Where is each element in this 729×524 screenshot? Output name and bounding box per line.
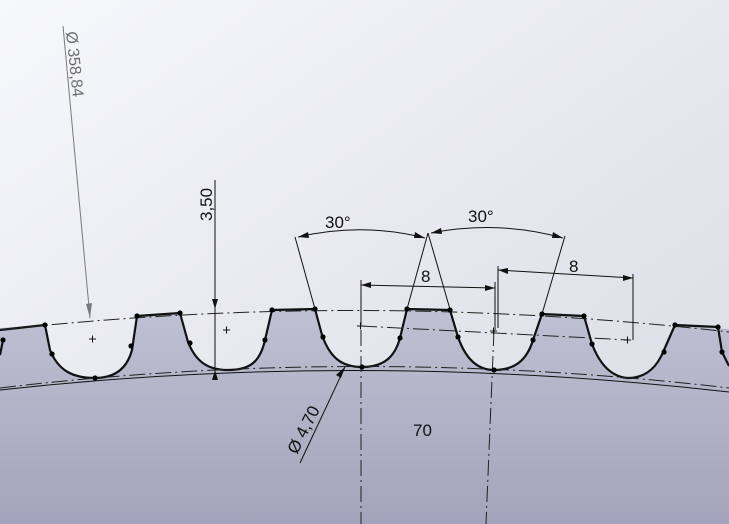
flank-angle-dimension-1[interactable]: 30° xyxy=(294,213,429,310)
root-circle xyxy=(0,366,729,389)
flank-angle-label-2: 30° xyxy=(468,207,494,226)
outer-diameter-dimension[interactable]: Ø 358,84 xyxy=(62,25,92,319)
flank-angle-dimension-2[interactable]: 30° xyxy=(427,207,566,338)
pitch-dimension-1[interactable]: 8 xyxy=(360,267,496,330)
flank-angle-label-1: 30° xyxy=(325,213,351,232)
body-edge-line xyxy=(0,370,729,393)
pulley-body xyxy=(0,309,729,524)
tooth-height-label: 3,50 xyxy=(197,188,216,221)
pitch-dimension-2[interactable]: 8 xyxy=(497,257,634,340)
pitch-reference-line xyxy=(360,325,630,341)
outer-diameter-circle xyxy=(0,310,729,333)
tooth-height-dimension[interactable]: 3,50 xyxy=(197,180,218,380)
groove-centerline-2 xyxy=(485,329,495,524)
tooth-count-label[interactable]: 70 xyxy=(413,421,432,440)
outer-diameter-label: Ø 358,84 xyxy=(62,31,86,98)
pitch-label-2: 8 xyxy=(569,257,578,276)
pitch-label-1: 8 xyxy=(421,267,430,286)
